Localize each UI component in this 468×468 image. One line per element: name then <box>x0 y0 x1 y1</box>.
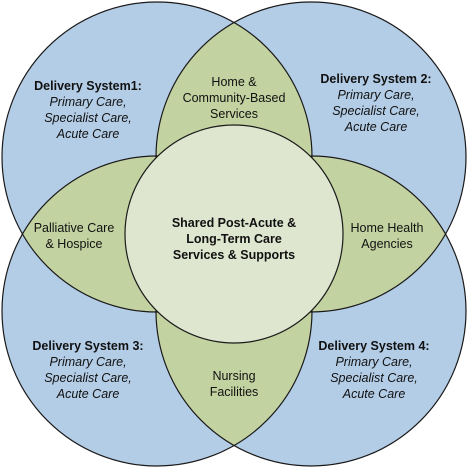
system-3-item: Primary Care, <box>49 355 126 369</box>
system-4-item: Specialist Care, <box>330 371 418 385</box>
center-label: Services & Supports <box>173 248 295 262</box>
center-label: Long-Term Care <box>186 232 282 246</box>
system-2-item: Acute Care <box>344 120 408 134</box>
system-1-title: Delivery System1: <box>34 79 142 93</box>
system-3-title: Delivery System 3: <box>32 339 143 353</box>
system-1-item: Specialist Care, <box>44 111 132 125</box>
system-4-item: Primary Care, <box>335 355 412 369</box>
overlap-bottom-label: Facilities <box>210 385 259 399</box>
overlap-right-label: Home Health <box>351 221 424 235</box>
system-3-item: Acute Care <box>56 387 120 401</box>
system-2-item: Primary Care, <box>337 88 414 102</box>
overlap-top-label: Services <box>210 107 258 121</box>
system-1-item: Acute Care <box>56 127 120 141</box>
center-label: Shared Post-Acute & <box>172 216 296 230</box>
overlap-top-label: Community-Based <box>183 91 286 105</box>
center-circle <box>124 124 344 344</box>
system-4-item: Acute Care <box>342 387 406 401</box>
system-3-item: Specialist Care, <box>44 371 132 385</box>
system-4-title: Delivery System 4: <box>318 339 429 353</box>
overlap-top-label: Home & <box>211 75 257 89</box>
system-1-item: Primary Care, <box>49 95 126 109</box>
overlap-right-label: Agencies <box>361 237 412 251</box>
system-2-item: Specialist Care, <box>332 104 420 118</box>
overlap-bottom-label: Nursing <box>212 369 255 383</box>
system-2-title: Delivery System 2: <box>320 72 431 86</box>
overlap-left-label: Palliative Care <box>34 221 115 235</box>
overlap-left-label: & Hospice <box>46 237 103 251</box>
